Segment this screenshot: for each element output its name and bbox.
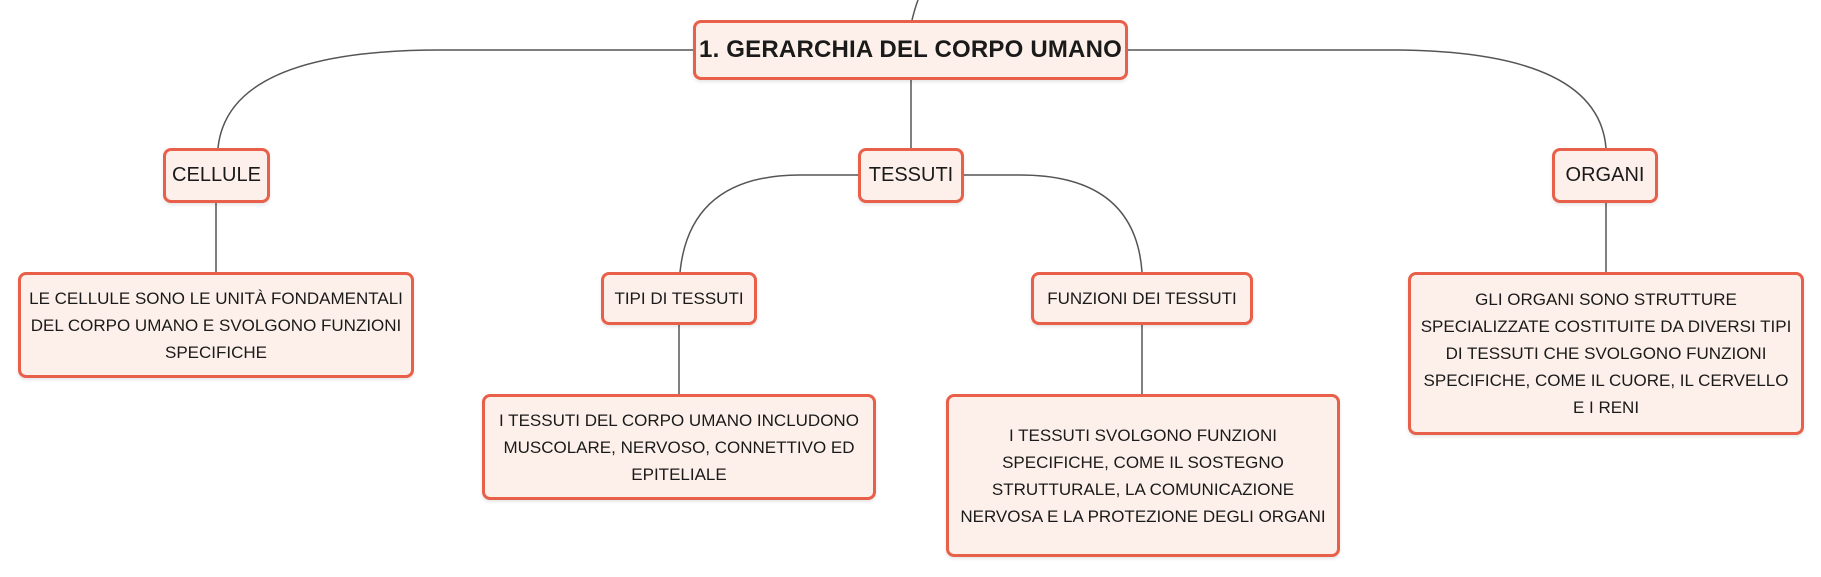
- node-organi-description-text: GLI ORGANI SONO STRUTTURE SPECIALIZZATE …: [1420, 290, 1792, 417]
- connector-tessuti-funzioni: [964, 174, 1143, 273]
- node-tessuti-label: TESSUTI: [868, 164, 954, 186]
- node-cellule-description-text: LE CELLULE SONO LE UNITÀ FONDAMENTALI DE…: [29, 288, 403, 362]
- node-cellule-description[interactable]: LE CELLULE SONO LE UNITÀ FONDAMENTALI DE…: [18, 272, 414, 378]
- node-cellule[interactable]: CELLULE: [163, 148, 270, 203]
- node-tipi-di-tessuti-label: TIPI DI TESSUTI: [614, 288, 744, 308]
- node-funzioni-dei-tessuti[interactable]: FUNZIONI DEI TESSUTI: [1031, 272, 1253, 325]
- node-organi-label: ORGANI: [1565, 164, 1645, 186]
- node-funzioni-description[interactable]: I TESSUTI SVOLGONO FUNZIONI SPECIFICHE, …: [946, 394, 1340, 557]
- node-organi-description[interactable]: GLI ORGANI SONO STRUTTURE SPECIALIZZATE …: [1408, 272, 1804, 435]
- node-tessuti[interactable]: TESSUTI: [858, 148, 964, 203]
- root-node[interactable]: 1. GERARCHIA DEL CORPO UMANO: [693, 20, 1128, 80]
- connector-root-organi: [1128, 49, 1607, 149]
- connector-to-parent: [911, 0, 919, 21]
- root-node-label: 1. GERARCHIA DEL CORPO UMANO: [699, 36, 1122, 63]
- node-funzioni-dei-tessuti-label: FUNZIONI DEI TESSUTI: [1047, 288, 1237, 308]
- node-tipi-description[interactable]: I TESSUTI DEL CORPO UMANO INCLUDONO MUSC…: [482, 394, 876, 500]
- connector-root-cellule: [217, 49, 693, 149]
- node-funzioni-description-text: I TESSUTI SVOLGONO FUNZIONI SPECIFICHE, …: [960, 425, 1326, 526]
- node-organi[interactable]: ORGANI: [1552, 148, 1658, 203]
- node-cellule-label: CELLULE: [172, 164, 261, 186]
- connector-tessuti-tipi: [679, 174, 858, 273]
- node-tipi-di-tessuti[interactable]: TIPI DI TESSUTI: [601, 272, 757, 325]
- node-tipi-description-text: I TESSUTI DEL CORPO UMANO INCLUDONO MUSC…: [499, 410, 859, 484]
